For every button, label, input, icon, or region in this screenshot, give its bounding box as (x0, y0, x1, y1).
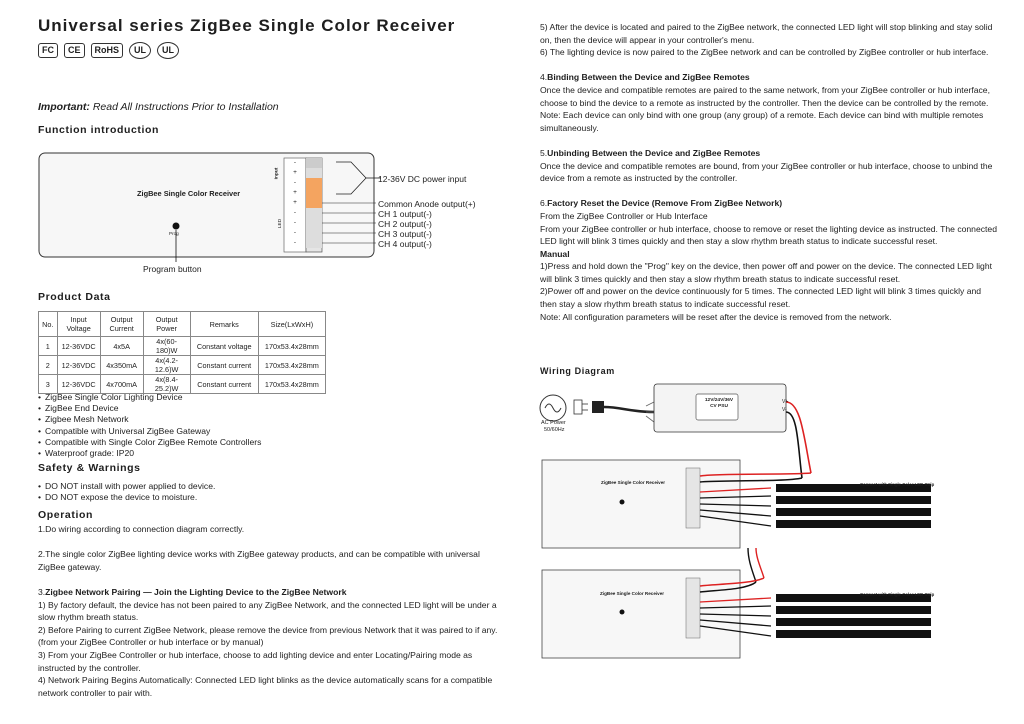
feature-list: ZigBee Single Color Lighting Device ZigB… (38, 392, 500, 459)
receiver-2-label: ZigBee Single Color Receiver (600, 591, 665, 596)
list-item: Waterproof grade: IP20 (38, 448, 500, 459)
terminal-marks: -+-++---- (293, 159, 297, 246)
callout-ch4: CH 4 output(-) (378, 239, 432, 249)
ac-power-symbol (539, 394, 567, 422)
receiver-1-label: ZigBee Single Color Receiver (601, 480, 666, 485)
strip-2-title: Connect with Single Color LED Strip (860, 592, 935, 597)
rohs-logo: RoHS (90, 43, 124, 58)
plug-connector (592, 401, 604, 413)
important-notice: Important: Read All Instructions Prior t… (38, 101, 279, 113)
prog-label: Prog (169, 231, 179, 236)
psu-label-panel (695, 393, 739, 421)
callout-power-input: 12-36V DC power input (378, 174, 467, 184)
wiring-diagram (539, 383, 931, 659)
safety-heading: Safety & Warnings (38, 462, 141, 474)
ac-plug-icon (573, 399, 583, 415)
list-item: DO NOT expose the device to moisture. (38, 492, 500, 503)
prog-button (172, 222, 180, 230)
receiver-2-prog (619, 609, 625, 615)
wiring-heading: Wiring Diagram (540, 366, 615, 376)
callout-common-anode: Common Anode output(+) (378, 199, 476, 209)
callout-ch3: CH 3 output(-) (378, 229, 432, 239)
psu-vminus-wire (785, 411, 803, 479)
psu-vplus-wire (785, 401, 812, 474)
mains-cable (603, 405, 655, 414)
operation-text: 1.Do wiring according to connection diag… (38, 524, 498, 698)
device-diagram (38, 152, 381, 262)
list-item: Compatible with Single Color ZigBee Remo… (38, 437, 500, 448)
receiver-1-wires (699, 487, 772, 527)
led-side-label: LED (278, 218, 284, 229)
operation-heading: Operation (38, 509, 93, 521)
list-item: DO NOT install with power applied to dev… (38, 481, 500, 492)
callout-ch1: CH 1 output(-) (378, 209, 432, 219)
receiver-1-terminals (685, 467, 701, 529)
terminal-block (305, 157, 323, 253)
list-item: Compatible with Universal ZigBee Gateway (38, 426, 500, 437)
daisy-chain-vplus (755, 547, 765, 579)
product-data-heading: Product Data (38, 291, 111, 303)
safety-list: DO NOT install with power applied to dev… (38, 481, 500, 503)
led-strips-1 (776, 484, 931, 528)
list-item: ZigBee End Device (38, 403, 500, 414)
instructions-continued: 5) After the device is located and paire… (540, 22, 997, 322)
psu-output-labels: V+V- (782, 399, 789, 413)
receiver-1-prog (619, 499, 625, 505)
certification-logos: FC CE RoHS UL UL (38, 42, 180, 59)
page-title: Universal series ZigBee Single Color Rec… (38, 16, 456, 35)
callout-ch2: CH 2 output(-) (378, 219, 432, 229)
list-item: Zigbee Mesh Network (38, 414, 500, 425)
strip-1-title: Connect with Single Color LED Strip (860, 482, 935, 487)
list-item: ZigBee Single Color Lighting Device (38, 392, 500, 403)
ul-logo: UL (129, 42, 152, 59)
ce-logo: CE (64, 43, 85, 58)
device-label: ZigBee Single Color Receiver (137, 189, 241, 198)
fcc-logo: FC (38, 43, 58, 58)
receiver-2-wires (699, 597, 772, 637)
function-intro-heading: Function introduction (38, 124, 160, 136)
led-strips-2 (776, 594, 931, 638)
ul-listed-logo: UL (157, 42, 180, 59)
daisy-chain-vminus (747, 547, 757, 583)
receiver-2-terminals (685, 577, 701, 639)
program-button-label: Program button (143, 264, 202, 274)
receiver-housing (38, 152, 375, 258)
input-side-label: Input (274, 167, 280, 180)
